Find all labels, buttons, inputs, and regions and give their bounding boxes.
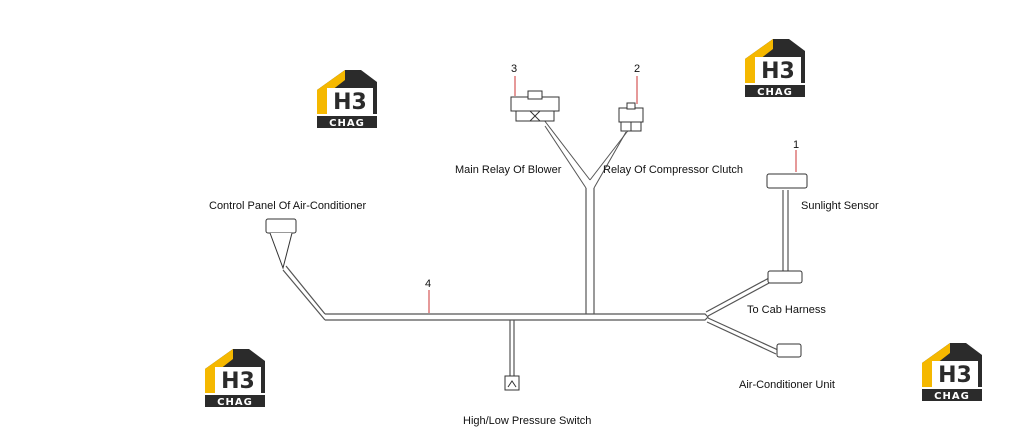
compressor-relay-connector: [618, 102, 644, 132]
harness-trunk: [282, 188, 789, 376]
sunlight-sensor-connector: [766, 173, 808, 284]
svg-text:H3: H3: [761, 59, 795, 84]
svg-text:CHAG: CHAG: [217, 397, 253, 408]
pressure-switch-connector: [504, 375, 520, 391]
callout-leaders: [428, 76, 797, 313]
ac-unit-connector: [776, 343, 802, 358]
svg-text:H3: H3: [938, 363, 972, 388]
svg-text:CHAG: CHAG: [329, 118, 365, 129]
callout-2: 2: [634, 63, 641, 75]
label-relay-compressor-clutch: Relay Of Compressor Clutch: [603, 164, 743, 176]
svg-text:H3: H3: [333, 90, 367, 115]
svg-text:CHAG: CHAG: [934, 391, 970, 402]
label-ac-unit: Air-Conditioner Unit: [739, 379, 835, 391]
label-main-relay-blower: Main Relay Of Blower: [455, 164, 562, 176]
relay-branch-lines: [543, 119, 631, 189]
callout-1: 1: [793, 139, 800, 151]
control-panel-connector: [265, 218, 297, 270]
callout-3: 3: [511, 63, 518, 75]
main-relay-blower-connector: [510, 90, 560, 122]
label-control-panel: Control Panel Of Air-Conditioner: [209, 200, 367, 212]
callout-4: 4: [425, 278, 432, 290]
svg-text:H3: H3: [221, 369, 255, 394]
label-sunlight-sensor: Sunlight Sensor: [801, 200, 879, 212]
label-to-cab-harness: To Cab Harness: [747, 304, 826, 316]
svg-text:CHAG: CHAG: [757, 87, 793, 98]
label-pressure-switch: High/Low Pressure Switch: [463, 415, 592, 427]
